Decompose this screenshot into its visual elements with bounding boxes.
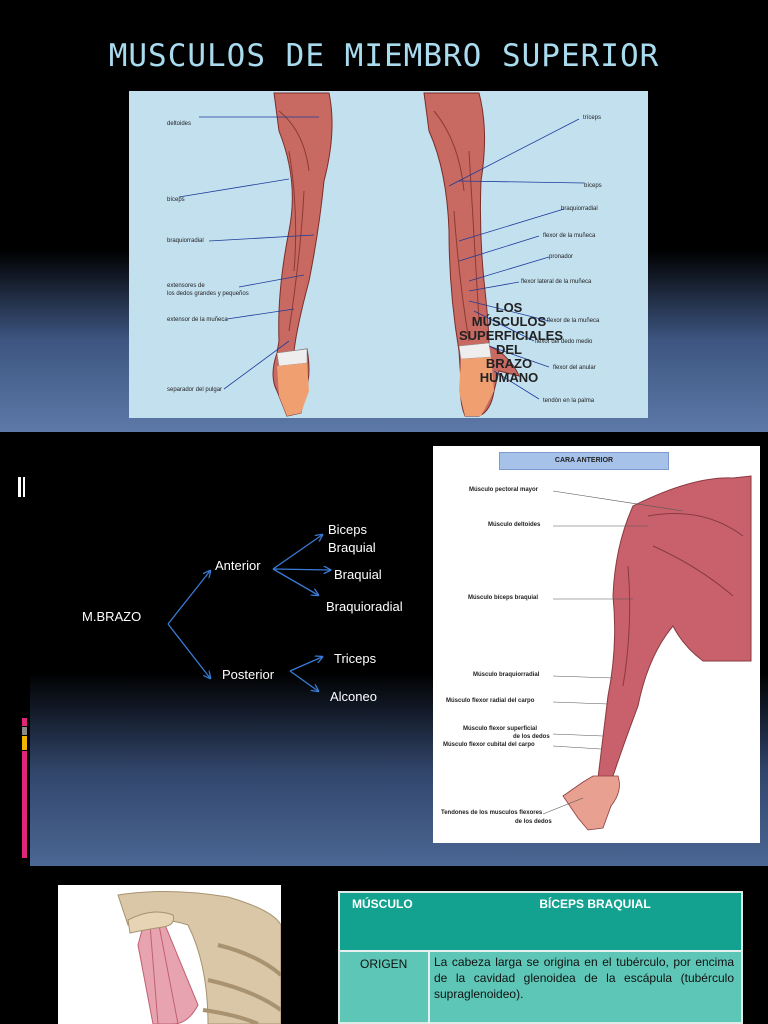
muscle-table: MÚSCULO BÍCEPS BRAQUIAL ORIGEN La cabeza… xyxy=(338,891,743,1024)
label-extensores: extensores de xyxy=(167,283,205,289)
table-divider xyxy=(340,950,741,952)
posterior-child-triceps: Triceps xyxy=(334,651,377,666)
illustration-title-line: DEL xyxy=(496,342,522,357)
accent-bar xyxy=(22,718,27,726)
arm-drawing xyxy=(178,92,585,417)
table-column-divider xyxy=(428,950,430,1024)
label-dedos: los dedos grandes y pequeños xyxy=(167,291,249,297)
label-triceps: tríceps xyxy=(583,115,602,121)
posterior-child-alconeo: Alconeo xyxy=(330,689,377,704)
label-biceps-right: bíceps xyxy=(584,183,602,189)
slide-title: MUSCULOS DE MIEMBRO SUPERIOR xyxy=(108,38,660,74)
label-biceps: Músculo bíceps braquial xyxy=(468,595,539,601)
label-pectoral: Músculo pectoral mayor xyxy=(469,487,539,493)
accent-bar xyxy=(22,751,27,858)
label-braquiorradial: Músculo braquiorradial xyxy=(473,672,540,678)
accent-bar xyxy=(22,736,27,750)
table-row-label: ORIGEN xyxy=(360,957,408,971)
slide-2: M.BRAZO Anterior Biceps Braquial Braquia… xyxy=(0,433,768,866)
anterior-arm-drawing xyxy=(542,475,752,831)
label-pronador: pronador xyxy=(549,254,574,260)
anterior-child-braquial-1: Braquial xyxy=(328,540,376,555)
arm-muscles-illustration: deltoides bíceps braquiorradial extensor… xyxy=(129,91,648,418)
anterior-node: Anterior xyxy=(215,558,261,573)
figure-header: CARA ANTERIOR xyxy=(499,452,669,470)
table-header-left: MÚSCULO xyxy=(352,897,413,911)
table-header-right: BÍCEPS BRAQUIAL xyxy=(539,897,651,911)
anterior-child-braquial-2: Braquial xyxy=(334,567,382,582)
posterior-node: Posterior xyxy=(222,667,275,682)
illustration-title-line: SUPERFICIALES xyxy=(459,328,564,343)
label-flexor-cubital: Músculo flexor cubital del carpo xyxy=(443,742,535,748)
label-flexor-radial: Músculo flexor radial del carpo xyxy=(446,698,535,704)
illustration-title-line: MÚSCULOS xyxy=(471,314,547,329)
slide-3: MÚSCULO BÍCEPS BRAQUIAL ORIGEN La cabeza… xyxy=(0,867,768,1024)
label-deltoides: deltoides xyxy=(167,121,192,127)
label-biceps: bíceps xyxy=(167,197,185,203)
label-flexor-anular: flexor del anular xyxy=(553,365,596,371)
label-flexor-dedo-medio: flexor del dedo medio xyxy=(535,339,593,345)
label-extensor-muneca: extensor de la muñeca xyxy=(167,317,228,323)
muscle-tree: M.BRAZO Anterior Biceps Braquial Braquia… xyxy=(82,522,403,704)
illustration-title-line: LOS xyxy=(495,300,523,315)
label-flexor-muneca: flexor de la muñeca xyxy=(543,233,596,239)
anterior-child-biceps: Biceps xyxy=(328,522,368,537)
label-braquiorradial: braquiorradial xyxy=(167,238,204,244)
anterior-child-braquioradial: Braquioradial xyxy=(326,599,403,614)
bullet-marker xyxy=(23,477,25,497)
label-braquiorradial-right: braquiorradial xyxy=(561,206,598,212)
label-flexor-superficial: Músculo flexor superficial xyxy=(463,726,538,732)
label-deltoides: Músculo deltoides xyxy=(488,522,541,528)
bullet-marker xyxy=(18,477,21,497)
label-separador: separador del pulgar xyxy=(167,387,223,393)
anterior-view-illustration: CARA ANTERIOR Músculo pectoral mayor Mús… xyxy=(433,446,760,843)
root-node: M.BRAZO xyxy=(82,609,141,624)
accent-bar xyxy=(22,727,27,735)
label-flexor-muneca-2: flexor de la muñeca xyxy=(547,318,600,324)
slide-1: MUSCULOS DE MIEMBRO SUPERIOR xyxy=(0,0,768,432)
table-header xyxy=(340,893,741,950)
shoulder-drawing xyxy=(117,890,281,1024)
label-tendon-palma: tendón en la palma xyxy=(543,398,595,404)
illustration-title-line: BRAZO xyxy=(485,356,533,371)
illustration-title-line: HUMANO xyxy=(479,370,539,385)
label-tendones: Tendones de los musculos flexores xyxy=(441,810,543,816)
shoulder-illustration xyxy=(58,885,281,1024)
table-row-text: La cabeza larga se origina en el tubércu… xyxy=(434,955,734,1001)
illustration-title: LOS MÚSCULOS SUPERFICIALES DEL BRAZO HUM… xyxy=(459,300,564,385)
label-tendones-2: de los dedos xyxy=(515,819,552,825)
label-flexor-lateral: flexor lateral de la muñeca xyxy=(521,279,592,285)
label-flexor-superficial-2: de los dedos xyxy=(513,734,550,740)
